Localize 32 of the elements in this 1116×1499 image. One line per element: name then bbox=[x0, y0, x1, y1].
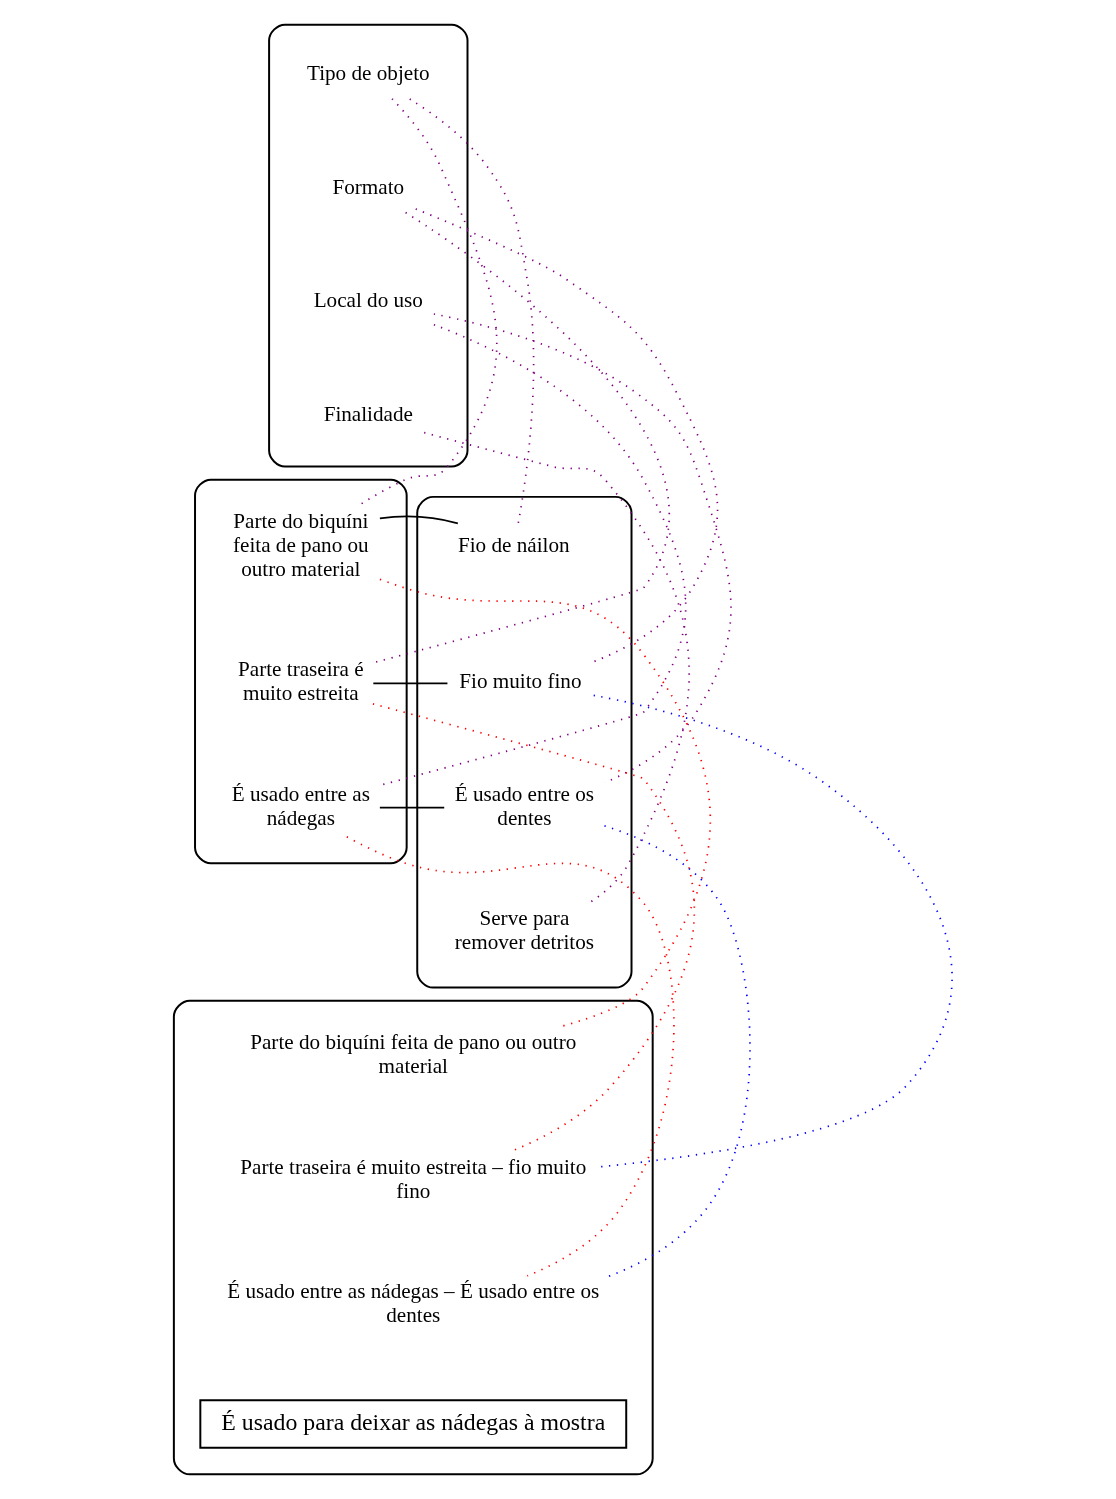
connector bbox=[378, 323, 687, 787]
node-text: É usado entre os dentes bbox=[454, 781, 594, 830]
node-text: Parte traseira é muito estreita – fio muito fino bbox=[240, 1154, 587, 1203]
node-text: É usado entre as nádegas – É usado entre os dentes bbox=[227, 1279, 600, 1327]
node-text: Fio muito fino bbox=[459, 669, 582, 694]
connector bbox=[432, 313, 732, 784]
cluster bbox=[416, 495, 633, 989]
node-text: Finalidade bbox=[323, 402, 413, 427]
connector bbox=[372, 682, 449, 685]
cluster bbox=[194, 478, 408, 865]
connector bbox=[379, 515, 459, 525]
connector bbox=[414, 208, 719, 663]
node-text: Serve para remover detritos bbox=[454, 906, 594, 954]
node-text: Fio de náilon bbox=[457, 533, 570, 558]
connector bbox=[592, 694, 953, 1169]
cluster bbox=[268, 23, 469, 468]
connector bbox=[379, 806, 446, 809]
node-text: Parte do biquíni feita de pano ou outro material bbox=[250, 1030, 577, 1079]
node-text: Local do uso bbox=[313, 288, 423, 313]
node-box: É usado para deixar as nádegas à mostra bbox=[199, 1399, 628, 1449]
node-text: É usado entre as nádegas bbox=[231, 781, 370, 830]
node-text: Parte do biquíni feita de pano ou outro material bbox=[233, 509, 369, 581]
connector bbox=[408, 98, 535, 524]
connector bbox=[603, 824, 751, 1278]
node-text: Parte traseira é muito estreita bbox=[238, 657, 364, 706]
node-text: Tipo de objeto bbox=[306, 60, 430, 85]
cluster bbox=[172, 999, 654, 1476]
connector bbox=[345, 836, 675, 1277]
node-text: Formato bbox=[332, 174, 405, 199]
connector bbox=[423, 431, 690, 904]
connector bbox=[372, 703, 696, 1153]
connector bbox=[379, 578, 712, 1029]
